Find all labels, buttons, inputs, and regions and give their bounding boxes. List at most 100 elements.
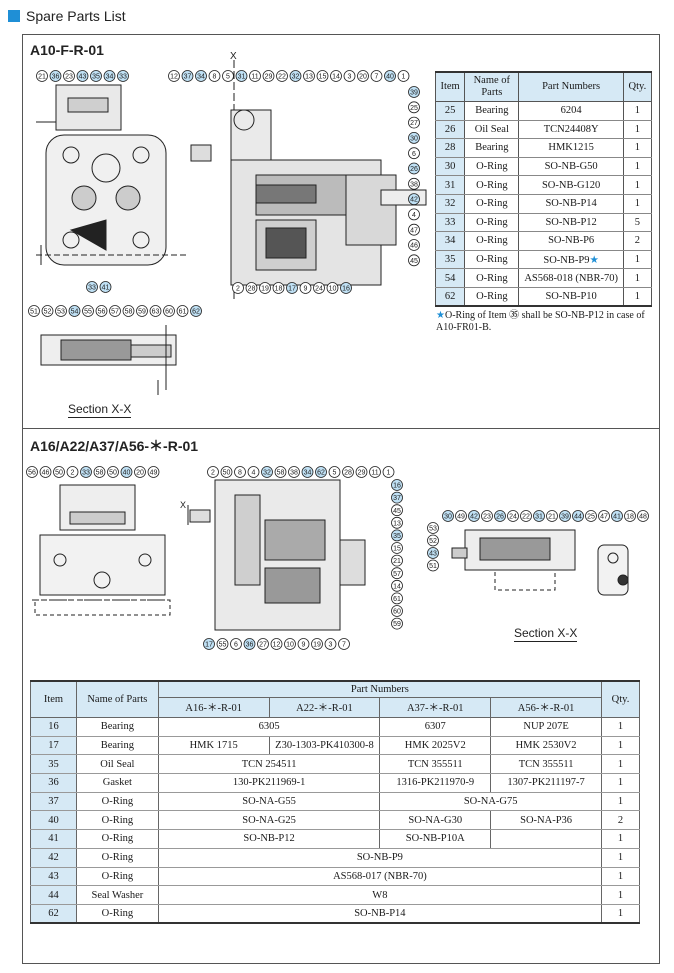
callout-number: 4 (252, 470, 256, 477)
qty-cell: 1 (600, 904, 641, 924)
callout-number: 31 (535, 514, 543, 521)
callout-number: 29 (358, 470, 366, 477)
callout-number: 60 (393, 609, 401, 616)
name-cell: O-Ring (464, 213, 520, 233)
callout-balloon (313, 282, 325, 294)
part-number-cell: SO-NB-P12 (518, 213, 624, 233)
callout-number: 48 (639, 514, 647, 521)
callout-number: 32 (263, 470, 271, 477)
qty-cell: 2 (622, 231, 653, 251)
col-header-model-a56: A56-＊-R-01 (490, 697, 602, 718)
callout-balloon (270, 638, 283, 650)
callout-number: 8 (213, 74, 217, 81)
callout-number: 6 (234, 642, 238, 649)
callout-balloon (55, 305, 67, 317)
callout-number: 33 (88, 285, 96, 292)
part-number-cell: NUP 207E (490, 717, 602, 737)
callout-number: 52 (44, 309, 52, 316)
callout-number: 19 (261, 286, 269, 293)
callout-balloon (355, 466, 368, 478)
name-cell: O-Ring (75, 904, 159, 924)
callout-balloon (259, 282, 271, 294)
callout-balloon (190, 305, 202, 317)
callout-balloon (598, 510, 610, 522)
callout-number: 34 (197, 74, 205, 81)
callout-balloon (247, 466, 260, 478)
part-number-cell: 6305 (157, 717, 381, 737)
callout-number: 38 (410, 181, 418, 188)
callout-number: 19 (313, 642, 321, 649)
item-cell: 35 (30, 754, 77, 775)
part-number-cell: SO-NB-G120 (518, 175, 624, 195)
part-number-cell: 6307 (379, 717, 492, 737)
callout-balloon (370, 70, 383, 82)
callout-balloon (99, 281, 112, 293)
part-number-cell: HMK1215 (518, 138, 624, 158)
qty-cell: 1 (600, 736, 641, 756)
callout-balloon (122, 305, 135, 317)
callout-number: 57 (393, 571, 401, 578)
callout-balloon (637, 510, 649, 522)
callout-balloon (391, 516, 403, 529)
callout-balloon (261, 466, 273, 478)
name-cell: Bearing (464, 101, 520, 121)
callout-balloon (109, 305, 121, 317)
callout-number: 33 (82, 470, 90, 477)
name-cell: Bearing (75, 717, 159, 737)
callout-balloon (235, 70, 248, 82)
callout-balloon (53, 466, 65, 478)
item-cell: 28 (434, 138, 466, 158)
content-frame (22, 34, 660, 964)
callout-number: 40 (386, 74, 394, 81)
callout-balloon (326, 282, 339, 294)
name-cell: Oil Seal (75, 754, 159, 775)
callout-number: 24 (509, 514, 517, 521)
callout-number: 14 (332, 74, 340, 81)
callout-number: 35 (92, 74, 100, 81)
callout-balloon (222, 70, 234, 82)
callout-number: 26 (410, 166, 418, 173)
callout-balloon (624, 510, 636, 522)
callout-number: 4 (412, 212, 416, 219)
callout-number: 10 (286, 642, 294, 649)
item-cell: 34 (434, 231, 466, 251)
callout-balloon (284, 638, 296, 650)
callout-balloon (234, 466, 246, 478)
part-number-cell: SO-NB-P9 (157, 848, 602, 868)
callout-balloon (134, 466, 146, 478)
callout-number: 63 (152, 309, 160, 316)
col-header-qty: Qty. (622, 71, 653, 102)
header-marker-icon (8, 10, 20, 22)
callout-number: 17 (288, 286, 296, 293)
item-cell: 32 (434, 194, 466, 214)
item-cell: 37 (30, 792, 77, 812)
qty-cell: 2 (600, 810, 641, 831)
callout-number: 17 (205, 642, 213, 649)
callout-number: 41 (613, 514, 621, 521)
callout-number: 30 (410, 136, 418, 143)
qty-cell: 1 (622, 194, 653, 214)
callout-number: 57 (111, 309, 119, 316)
col-header-part: Part Numbers (157, 680, 602, 698)
callout-balloon (207, 466, 219, 478)
callout-balloon (301, 466, 314, 478)
callout-number: 20 (136, 470, 144, 477)
name-cell: O-Ring (464, 194, 520, 214)
callout-number: 21 (548, 514, 556, 521)
callout-balloon (63, 70, 75, 82)
callout-balloon (481, 510, 493, 522)
callout-balloon (120, 466, 133, 478)
callout-balloon (408, 254, 420, 267)
name-cell: O-Ring (75, 792, 159, 812)
callout-number: 29 (265, 74, 273, 81)
callout-balloon (340, 282, 352, 294)
callout-balloon (303, 70, 315, 82)
callout-balloon (572, 510, 584, 522)
col-header-item: Item (30, 680, 77, 718)
part-number-cell: TCN 355511 (379, 754, 492, 775)
